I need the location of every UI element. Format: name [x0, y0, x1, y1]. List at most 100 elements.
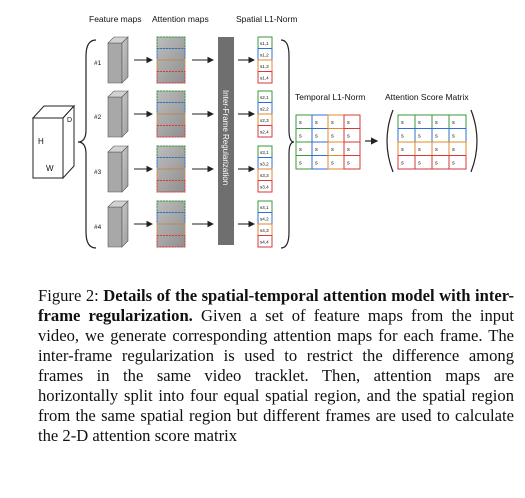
spatial-entry: s4,1 — [260, 205, 269, 210]
spatial-vector-3: s3,1s3,2s3,3s3,4 — [257, 145, 273, 193]
spatial-entry: s3,3 — [260, 173, 269, 178]
score-entry: s — [418, 161, 421, 167]
attention-region — [156, 36, 186, 49]
spatial-cell — [257, 125, 273, 138]
figure-diagram: Feature maps Attention maps Spatial L1-N… — [31, 14, 478, 249]
input-label-h: H — [38, 137, 44, 146]
attention-region — [156, 157, 186, 170]
input-label-d: D — [67, 117, 72, 124]
caption-body: Given a set of feature maps from the inp… — [38, 306, 514, 445]
spatial-entry: s3,2 — [260, 162, 269, 167]
frame-row-4: #4 — [94, 200, 256, 248]
input-volume: H W D — [31, 104, 76, 180]
score-entry: s — [435, 161, 438, 167]
score-entry: s — [418, 147, 421, 153]
spatial-entry: s2,4 — [260, 130, 269, 135]
attention-region — [156, 113, 186, 126]
temporal-entry: s — [299, 134, 302, 140]
score-entry: s — [401, 120, 404, 126]
attention-region — [156, 102, 186, 115]
attention-region — [156, 212, 186, 225]
score-cell — [448, 155, 467, 170]
attention-region — [156, 71, 186, 84]
attention-region — [156, 168, 186, 181]
score-entry: s — [401, 147, 404, 153]
score-entry: s — [452, 134, 455, 140]
score-matrix-right-paren — [470, 109, 478, 173]
inter-frame-regularization-bar: Inter-Frame Regularization — [218, 37, 234, 245]
attention-region — [156, 59, 186, 72]
feature-map-front — [107, 151, 123, 193]
score-matrix-left-paren — [386, 109, 394, 173]
score-entry: s — [435, 147, 438, 153]
header-attention-score-matrix: Attention Score Matrix — [385, 92, 469, 102]
score-entry: s — [452, 120, 455, 126]
attention-region — [156, 145, 186, 158]
caption-label: Figure 2: — [38, 286, 99, 305]
frame-row-3: #3 — [94, 145, 256, 193]
feature-map-side — [121, 145, 129, 193]
attention-region — [156, 235, 186, 248]
spatial-entry: s3,4 — [260, 185, 269, 190]
score-entry: s — [435, 134, 438, 140]
header-attention-maps: Attention maps — [152, 14, 209, 24]
temporal-entry: s — [315, 161, 318, 167]
score-entry: s — [401, 134, 404, 140]
temporal-cell — [343, 155, 361, 170]
attention-region — [156, 125, 186, 138]
spatial-entry: s4,2 — [260, 217, 269, 222]
feature-map-side — [121, 200, 129, 248]
temporal-entry: s — [315, 134, 318, 140]
temporal-entry: s — [299, 120, 302, 126]
temporal-entry: s — [299, 147, 302, 153]
input-brace — [77, 39, 97, 249]
spatial-entry: s4,3 — [260, 228, 269, 233]
caption-title: Details of the spatial-temporal attentio… — [38, 286, 514, 325]
frame-row-2: #2 — [94, 90, 256, 138]
temporal-entry: s — [331, 161, 334, 167]
header-feature-maps: Feature maps — [89, 14, 141, 24]
temporal-entry: s — [299, 161, 302, 167]
temporal-entry: s — [315, 147, 318, 153]
temporal-entry: s — [315, 120, 318, 126]
spatial-vector-2: s2,1s2,2s2,3s2,4 — [257, 90, 273, 138]
feature-map-front — [107, 42, 123, 84]
header-temporal-l1-norm: Temporal L1-Norm — [295, 92, 365, 102]
spatial-entry: s1,2 — [260, 53, 269, 58]
score-entry: s — [401, 161, 404, 167]
temporal-entry: s — [347, 120, 350, 126]
frame-label: #3 — [94, 169, 102, 176]
attention-region — [156, 48, 186, 61]
temporal-entry: s — [347, 147, 350, 153]
feature-map-front — [107, 96, 123, 138]
spatial-entry: s1,3 — [260, 64, 269, 69]
score-entry: s — [452, 147, 455, 153]
temporal-entry: s — [347, 161, 350, 167]
spatial-cell — [257, 180, 273, 193]
attention-region — [156, 200, 186, 213]
spatial-vector-4: s4,1 s4,2 s4,3 s4,4 — [257, 200, 273, 248]
temporal-entry: s — [331, 147, 334, 153]
feature-map-side — [121, 36, 129, 84]
score-entry: s — [418, 134, 421, 140]
spatial-entry: s4,4 — [260, 240, 269, 245]
spatial-entry: s2,1 — [260, 95, 269, 100]
temporal-entry: s — [331, 120, 334, 126]
spatial-entry: s1,4 — [260, 76, 269, 81]
frame-row-1: #1 — [94, 36, 256, 84]
feature-map-front — [107, 206, 123, 248]
score-entry: s — [418, 120, 421, 126]
header-spatial-l1-norm: Spatial L1-Norm — [236, 14, 297, 24]
frame-label: #1 — [94, 60, 102, 67]
attention-region — [156, 223, 186, 236]
spatial-entry: s2,2 — [260, 107, 269, 112]
attention-region — [156, 180, 186, 193]
temporal-entry: s — [347, 134, 350, 140]
frame-label: #2 — [94, 114, 102, 121]
score-entry: s — [435, 120, 438, 126]
spatial-brace — [280, 39, 295, 249]
inter-frame-regularization-label: Inter-Frame Regularization — [221, 90, 230, 185]
frame-label: #4 — [94, 224, 102, 231]
spatial-cell — [257, 235, 273, 248]
spatial-entry: s1,1 — [260, 41, 269, 46]
